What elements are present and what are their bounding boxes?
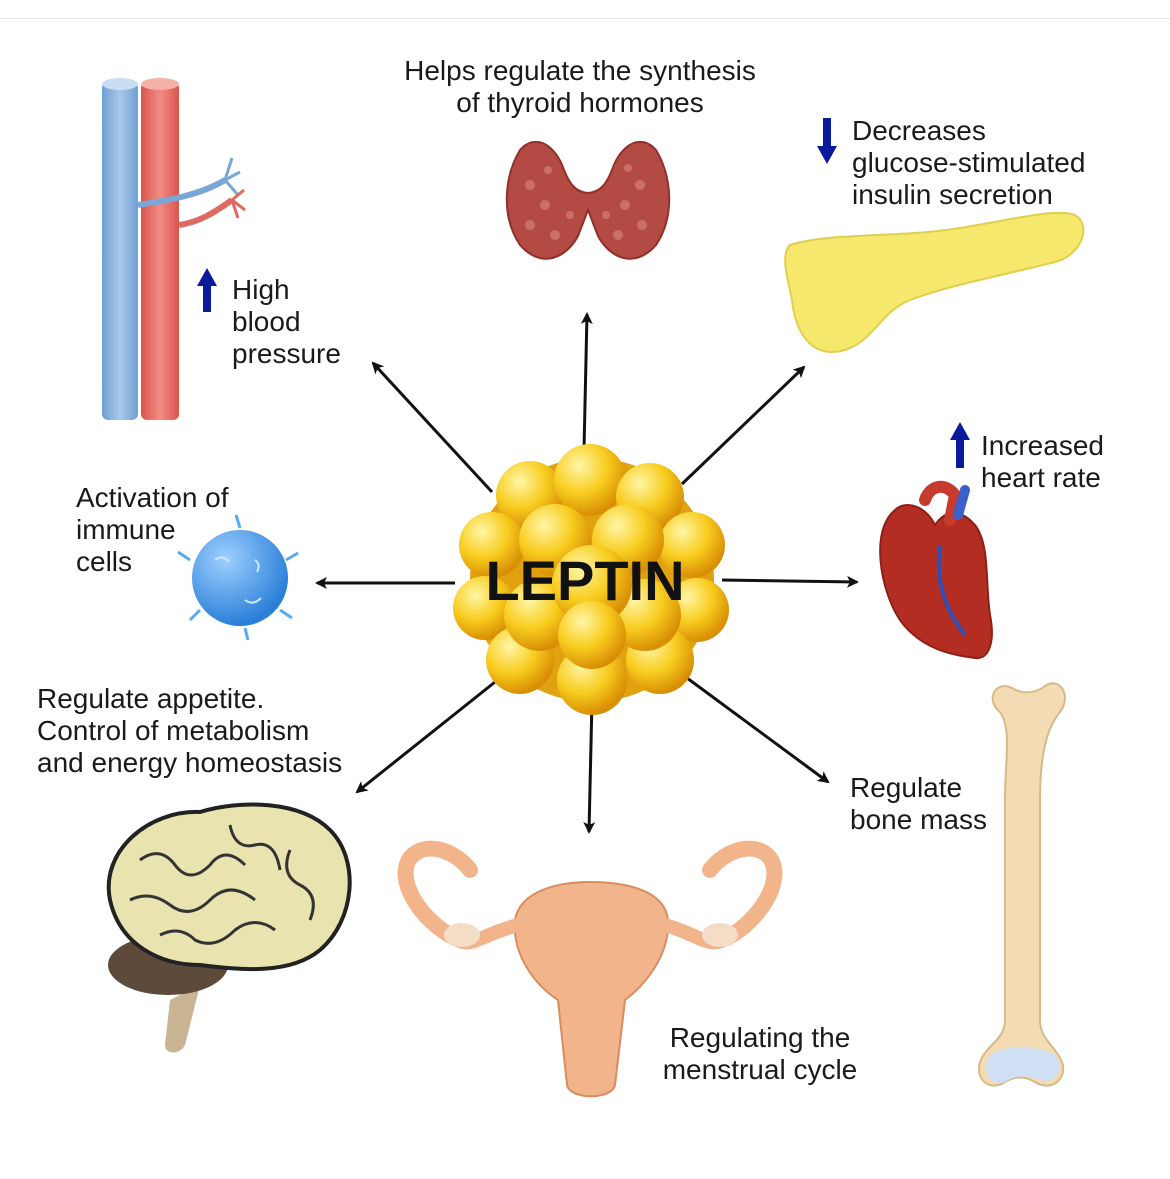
- brain-icon: [106, 802, 352, 1053]
- thyroid-label: Helps regulate the synthesis of thyroid …: [404, 55, 756, 118]
- pancreas-icon: [784, 211, 1085, 353]
- brain-label: Regulate appetite. Control of metabolism…: [37, 683, 343, 778]
- up-arrow-icon: [197, 268, 217, 312]
- effect-arrows: [315, 312, 859, 834]
- pancreas-label: Decreases glucose-stimulated insulin sec…: [852, 115, 1086, 210]
- blood-pressure-label: High blood pressure: [232, 274, 341, 369]
- blood-vessels-icon: [102, 78, 246, 420]
- arrow-heart: [721, 575, 859, 588]
- bone-icon: [978, 682, 1066, 1087]
- leptin-label: LEPTIN: [485, 549, 684, 612]
- immune-cell-icon: [177, 514, 299, 641]
- fat-cell-cluster-icon: [453, 444, 729, 715]
- top-divider: [0, 18, 1170, 19]
- arrow-bone: [686, 676, 830, 784]
- uterus-icon: [397, 840, 783, 1098]
- bone-label: Regulate bone mass: [850, 772, 987, 835]
- down-arrow-icon: [817, 118, 837, 164]
- arrow-menstrual: [583, 699, 596, 834]
- up-arrow-icon: [950, 422, 970, 468]
- arrow-thyroid: [580, 312, 593, 451]
- heart-icon: [879, 480, 993, 660]
- thyroid-icon: [505, 140, 671, 260]
- immune-label: Activation of immune cells: [76, 482, 229, 577]
- arrow-blood-pressure: [371, 361, 494, 494]
- arrow-pancreas: [680, 365, 806, 486]
- arrow-brain: [355, 680, 496, 794]
- menstrual-label: Regulating the menstrual cycle: [662, 1022, 858, 1085]
- heart-label: Increased heart rate: [981, 430, 1104, 493]
